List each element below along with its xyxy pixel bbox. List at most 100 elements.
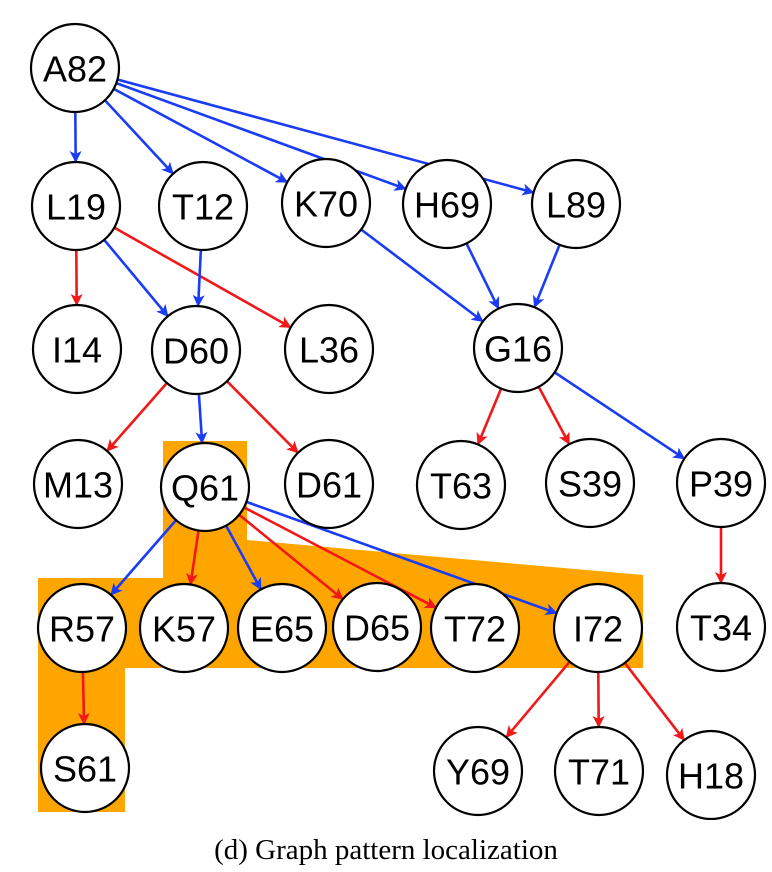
node-circle [36,582,128,674]
node-label: A82 [43,49,107,90]
node-i72: I72 [552,582,644,674]
edge-k70-to-g16 [360,228,484,323]
node-l36: L36 [283,303,375,395]
node-p39: P39 [675,437,767,529]
node-label: T71 [568,752,630,793]
edge-a82-to-h69 [115,81,407,191]
node-g16: G16 [472,302,564,394]
node-circle [30,160,122,252]
node-label: H18 [678,756,744,797]
node-label: I72 [573,609,623,650]
node-label: H69 [414,185,480,226]
node-r57: R57 [36,582,128,674]
node-label: T12 [172,187,234,228]
node-circle [401,158,493,250]
node-circle [280,157,372,249]
node-label: D61 [296,465,362,506]
node-label: R57 [49,609,115,650]
node-circle [415,439,507,531]
node-circle [283,438,375,530]
node-circle [552,582,644,674]
node-circle [31,303,123,395]
node-circle [675,437,767,529]
edge-g16-to-t63 [476,388,503,446]
node-label: K57 [152,609,216,650]
edge-d60-to-q61 [195,393,208,445]
edge-g16-to-s39 [537,386,570,446]
node-label: L89 [546,185,606,226]
node-t63: T63 [415,439,507,531]
edge-g16-to-p39 [553,371,686,460]
edge-d60-to-d61 [226,380,299,454]
node-label: I14 [52,330,102,371]
node-m13: M13 [32,438,124,530]
node-a82: A82 [29,22,121,114]
node-circle [675,581,767,673]
node-label: D65 [344,608,410,649]
node-circle [32,438,124,530]
edge-l89-to-g16 [532,244,561,309]
node-circle [29,22,121,114]
node-circle [283,303,375,395]
node-s61: S61 [39,722,131,814]
node-k70: K70 [280,157,372,249]
node-t71: T71 [553,725,645,817]
edge-q61-to-r57 [110,519,178,596]
edge-l19-to-l36 [113,226,292,328]
node-h18: H18 [665,729,757,820]
node-label: T72 [444,609,506,650]
edge-d60-to-m13 [106,382,168,452]
node-circle [665,729,757,820]
node-y69: Y69 [432,725,524,817]
edge-l19-to-d60 [103,238,169,317]
node-l19: L19 [30,160,122,252]
node-label: D60 [163,331,229,372]
node-d65: D65 [331,581,423,673]
node-circle [157,160,249,252]
node-circle [472,302,564,394]
edge-a82-to-t12 [103,99,174,175]
node-d60: D60 [150,304,242,396]
node-t34: T34 [675,581,767,673]
node-circle [553,725,645,817]
edge-i72-to-h18 [623,662,685,741]
node-circle [429,582,521,674]
node-label: M13 [43,465,113,506]
node-label: T63 [430,466,492,507]
node-label: L36 [299,330,359,371]
node-k57: K57 [138,582,230,674]
edge-r57-to-s61 [77,671,90,726]
node-label: G16 [484,329,552,370]
node-label: S39 [558,464,622,505]
edge-h69-to-g16 [465,242,500,310]
node-label: K70 [294,184,358,225]
node-circle [39,722,131,814]
node-circle [432,725,524,817]
node-circle [138,582,230,674]
node-label: Q61 [171,468,239,509]
node-label: T34 [690,608,752,649]
edge-a82-to-k70 [113,87,289,183]
node-e65: E65 [236,582,328,674]
node-label: L19 [46,187,106,228]
node-d61: D61 [283,438,375,530]
node-circle [331,581,423,673]
figure-caption: (d) Graph pattern localization [214,834,558,866]
node-circle [159,441,251,533]
node-circle [236,582,328,674]
node-label: Y69 [446,752,510,793]
edge-q61-to-k57 [186,530,200,586]
node-s39: S39 [544,437,636,529]
node-label: S61 [53,749,117,790]
node-label: E65 [250,609,314,650]
node-label: P39 [689,464,753,505]
node-t72: T72 [429,582,521,674]
node-t12: T12 [157,160,249,252]
node-circle [544,437,636,529]
edge-i72-to-y69 [505,660,571,739]
node-i14: I14 [31,303,123,395]
node-h69: H69 [401,158,493,250]
edge-q61-to-e65 [224,524,262,591]
